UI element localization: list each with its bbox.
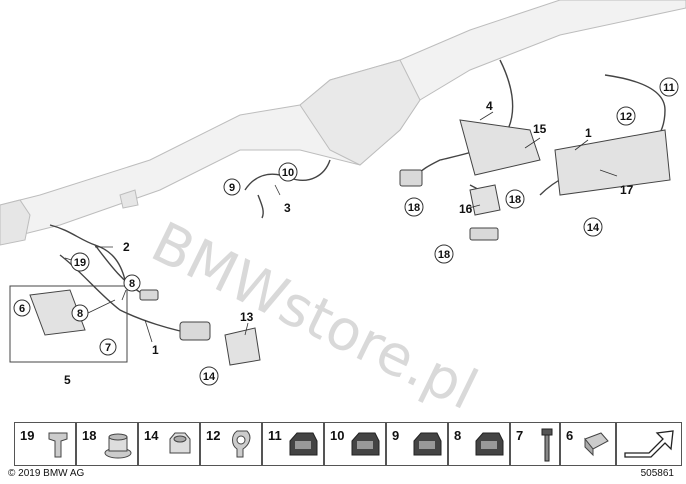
parts-cell-19: 19 [14,422,76,466]
cable-holder-icon [289,432,318,456]
bolt-icon [541,428,553,462]
parts-cell-11: 11 [262,422,324,466]
part-number: 8 [454,428,462,443]
parts-cell-6: 6 [560,422,616,466]
svg-text:8: 8 [77,308,83,320]
svg-text:10: 10 [282,167,294,179]
circled-callout-9: 9 [223,178,241,196]
svg-text:14: 14 [203,371,216,383]
exploded-view-drawing: 1 1 2 3 4 5 15 16 17 13 6 7 8 8 9 [0,0,686,387]
svg-text:12: 12 [620,111,632,123]
circled-callout-14-right: 14 [583,217,603,237]
callout-13: 13 [240,310,254,324]
arrow-icon [624,430,674,458]
rubber-sleeve-icon [584,432,609,457]
callout-5: 5 [64,373,71,387]
part-number: 9 [392,428,400,443]
part-number: 12 [206,428,221,443]
part-number: 10 [330,428,345,443]
callout-4: 4 [486,99,493,113]
component-shapes [29,119,671,366]
circled-callout-7: 7 [99,338,117,356]
svg-text:7: 7 [105,342,111,354]
circled-callout-19: 19 [70,252,90,272]
cable-clip-icon [232,430,251,458]
svg-text:18: 18 [509,194,521,206]
leader-lines [64,111,618,343]
circled-callout-12: 12 [616,106,636,126]
svg-text:11: 11 [663,82,675,94]
circled-callout-11: 11 [659,77,679,97]
parts-cell-9: 9 [386,422,448,466]
circled-callout-10: 10 [278,162,298,182]
parts-cell-8: 8 [448,422,510,466]
circled-callout-8-left: 8 [71,304,89,322]
circled-callout-18-b: 18 [505,189,525,209]
svg-text:9: 9 [229,182,235,194]
svg-text:19: 19 [74,257,86,269]
parts-cell-18: 18 [76,422,138,466]
part-number: 19 [20,428,35,443]
copyright-text: © 2019 BMW AG [8,468,85,479]
group-box-5 [9,285,128,363]
cable-holder-icon [413,432,442,456]
callout-17: 17 [620,183,634,197]
exhaust-system-drawing [0,0,686,246]
cable-holder-icon [475,432,504,456]
svg-text:6: 6 [19,303,25,315]
parts-cell-12: 12 [200,422,262,466]
callout-2: 2 [123,240,130,254]
circled-callout-8-right: 8 [123,274,141,292]
svg-text:18: 18 [438,249,450,261]
callout-1-lower: 1 [152,343,159,357]
clamp-bracket-icon [48,432,68,458]
callout-1-upper: 1 [585,126,592,140]
parts-cell-10: 10 [324,422,386,466]
part-number: 11 [268,428,282,443]
svg-text:14: 14 [587,222,600,234]
diagram-id: 505861 [640,468,674,479]
svg-text:8: 8 [129,278,135,290]
svg-text:18: 18 [408,202,420,214]
hex-nut-flange-icon [104,433,132,459]
circled-callout-6: 6 [13,299,31,317]
circled-callout-18-c: 18 [434,244,454,264]
parts-cell-7: 7 [510,422,560,466]
cable-holder-icon [351,432,380,456]
circled-callout-18-a: 18 [404,197,424,217]
part-number: 6 [566,428,574,443]
callout-15: 15 [533,122,547,136]
part-number: 18 [82,428,97,443]
parts-cell-14: 14 [138,422,200,466]
callout-3: 3 [284,201,291,215]
parts-cell-arrow [616,422,682,466]
circled-callout-14-left: 14 [199,366,219,386]
callout-16: 16 [459,202,473,216]
part-number: 7 [516,428,524,443]
parts-legend-bar: 19 18 14 12 11 10 9 8 7 6 [14,422,682,466]
callout-labels: 1 1 2 3 4 5 15 16 17 13 6 7 8 8 9 [13,77,679,387]
hex-nut-icon [169,432,191,454]
part-number: 14 [144,428,159,443]
